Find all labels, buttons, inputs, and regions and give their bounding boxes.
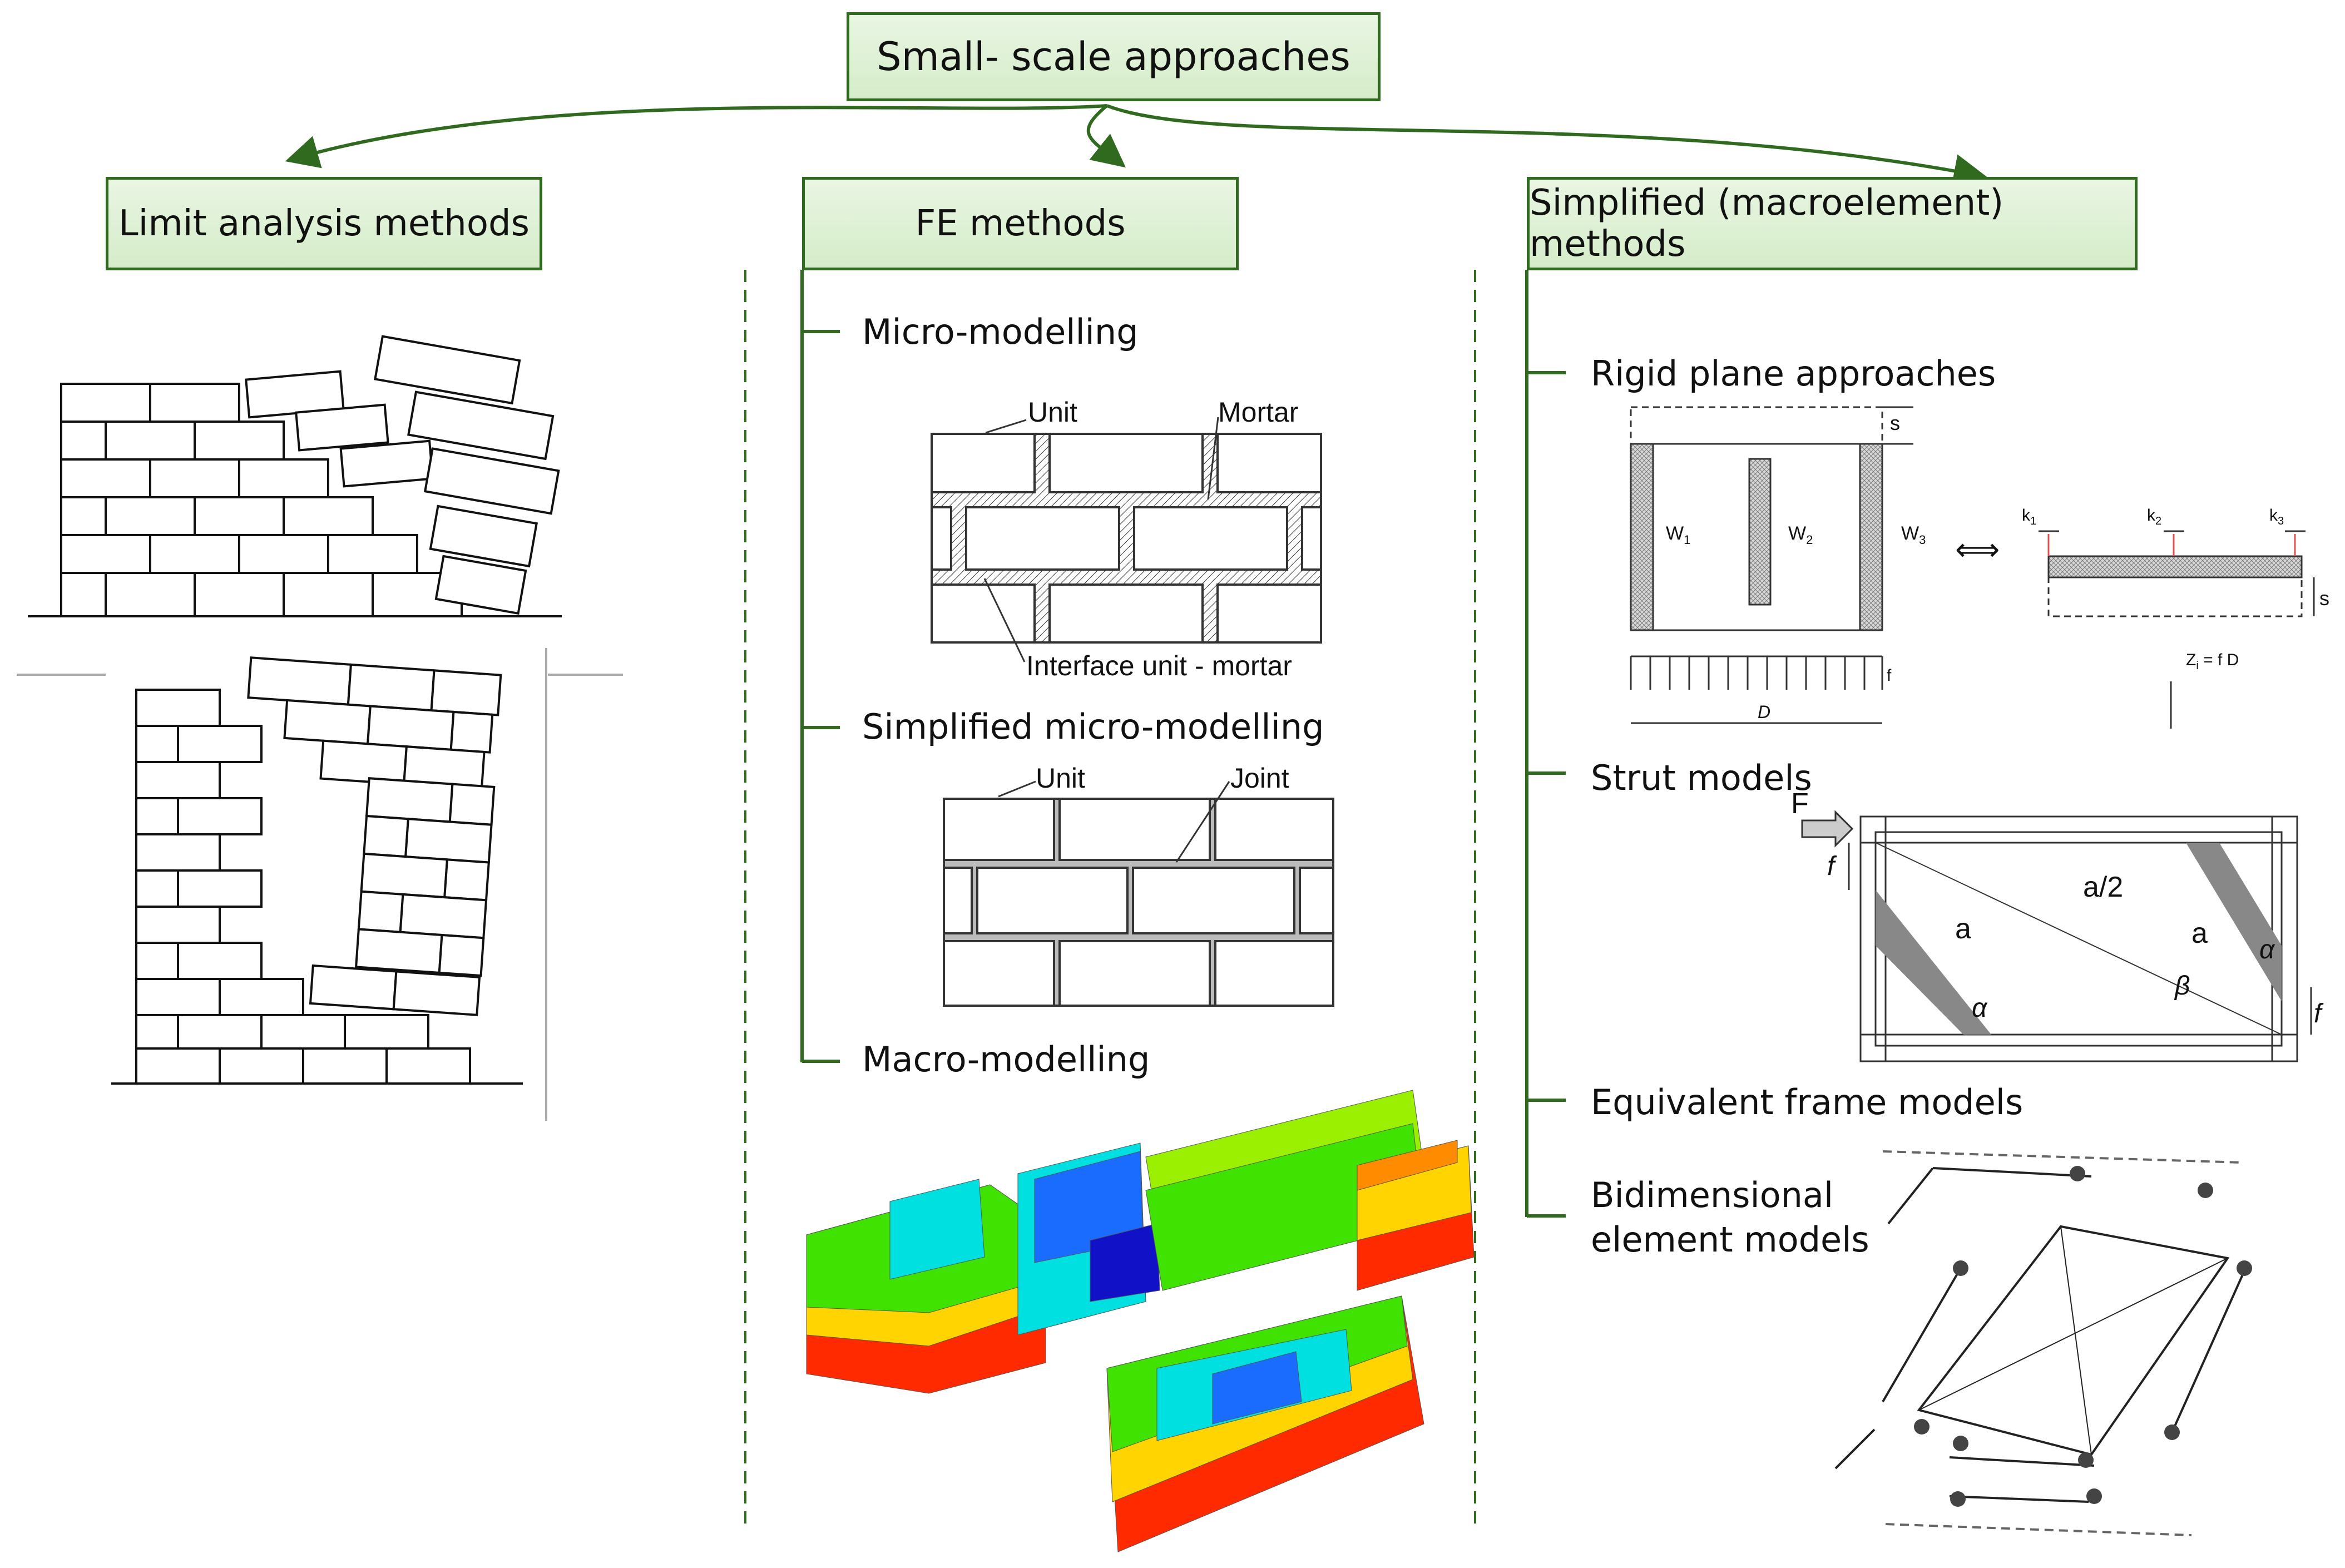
fe-methods-box: FE methods	[802, 177, 1239, 270]
fe-methods-label: FE methods	[915, 203, 1126, 244]
title-box: Small- scale approaches	[847, 12, 1381, 101]
rigid-w2-label: W2	[1788, 523, 1813, 547]
equivalent-frame-spring-model	[1834, 1150, 2252, 1536]
strut-f-right-label: f	[2314, 999, 2322, 1028]
macro-modelling-label: Macro-modelling	[862, 1039, 1150, 1080]
fe-building-contour-model	[806, 1090, 1475, 1552]
rigid-f-label: f	[1887, 666, 1892, 685]
strut-f-left-label: f	[1827, 852, 1835, 881]
brick-wall-collapse-drawing	[28, 335, 562, 617]
bidimensional-label: Bidimensional	[1591, 1175, 1834, 1215]
macro-tree-lines	[1525, 270, 1566, 1218]
simplified-unit-label: Unit	[1036, 763, 1085, 794]
macroelement-methods-label: Simplified (macroelement) methods	[1530, 182, 2004, 265]
micro-unit-label: Unit	[1028, 397, 1077, 428]
strut-models-label: Strut models	[1591, 758, 1812, 798]
strut-a-left-label: a	[1955, 913, 1971, 945]
rigid-z-label: Zi = f D	[2186, 651, 2239, 672]
simplified-micro-modelling-label: Simplified micro-modelling	[862, 706, 1324, 747]
fe-tree-lines	[800, 270, 840, 1063]
strut-beta-label: β	[2175, 971, 2190, 1001]
macroelement-methods-box: Simplified (macroelement) methods	[1527, 177, 2138, 270]
equivalence-arrow-icon: ⟺	[1955, 532, 2000, 567]
strut-model-drawing	[1801, 810, 2312, 1062]
rigid-k2-label: k2	[2147, 506, 2162, 527]
micro-modelling-label: Micro-modelling	[862, 311, 1139, 352]
rigid-s-top-label: s	[1890, 412, 1900, 434]
rigid-d-label: D	[1758, 702, 1771, 722]
strut-alpha-left-label: α	[1972, 993, 1987, 1023]
rigid-k3-label: k3	[2269, 506, 2284, 527]
strut-alpha-right-label: α	[2259, 935, 2275, 964]
rigid-plane-label: Rigid plane approaches	[1591, 353, 1996, 394]
rigid-w1-label: W1	[1666, 523, 1691, 547]
equivalent-frame-label: Equivalent frame models	[1591, 1082, 2024, 1122]
rigid-plane-drawing	[1630, 406, 2315, 729]
title-text: Small- scale approaches	[877, 34, 1350, 80]
brick-wall-opening-drawing	[17, 648, 623, 1121]
strut-F-label: F	[1791, 788, 1809, 820]
connector-arrows	[285, 104, 1987, 187]
rigid-w3-label: W3	[1901, 523, 1926, 547]
micro-model-drawing	[931, 417, 1322, 662]
micro-mortar-label: Mortar	[1218, 397, 1299, 428]
rigid-k1-label: k1	[2022, 506, 2037, 527]
strut-a-half-label: a/2	[2083, 871, 2124, 903]
simplified-joint-label: Joint	[1230, 763, 1289, 794]
rigid-s-right-label: s	[2319, 587, 2329, 610]
strut-a-right-label: a	[2191, 917, 2208, 949]
micro-interface-label: Interface unit - mortar	[1026, 650, 1292, 681]
limit-analysis-label: Limit analysis methods	[118, 203, 530, 244]
limit-analysis-box: Limit analysis methods	[106, 177, 542, 270]
column-dividers	[744, 270, 1476, 1524]
simplified-micro-drawing	[943, 780, 1334, 1007]
element-models-label: element models	[1591, 1219, 1869, 1260]
